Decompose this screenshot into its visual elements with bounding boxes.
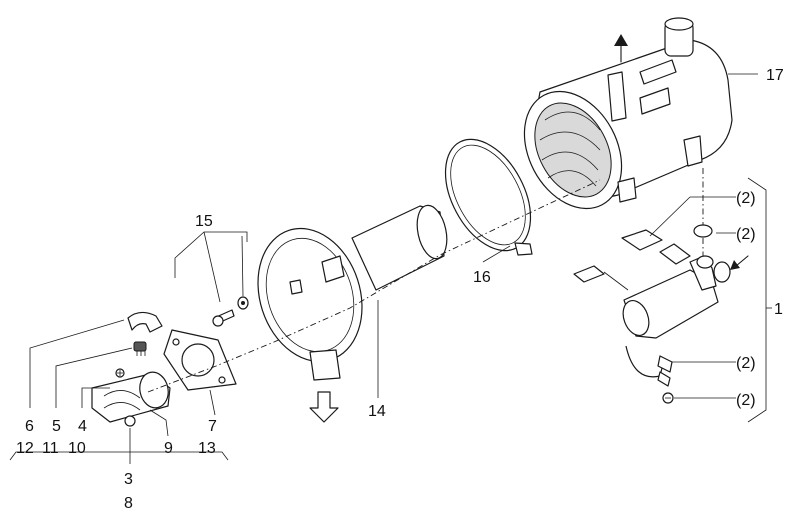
callout-15: 15 xyxy=(195,213,213,230)
circulating-pump xyxy=(573,229,731,339)
callout-13: 13 xyxy=(198,440,216,457)
inlet-arrow-icon xyxy=(730,255,749,270)
callout-16: 16 xyxy=(473,269,491,286)
screw-and-washer xyxy=(212,296,249,327)
glow-plug-hose xyxy=(127,311,163,333)
callout-6: 6 xyxy=(25,418,34,435)
glow-plug-tip xyxy=(133,341,147,356)
callout-10: 10 xyxy=(68,440,86,457)
callout-14: 14 xyxy=(368,403,386,420)
pump-bracket xyxy=(625,345,673,387)
callout-9: 9 xyxy=(164,440,173,457)
callout-12: 12 xyxy=(16,440,34,457)
callout-3: 3 xyxy=(124,471,133,488)
heat-exchanger-housing xyxy=(523,17,733,210)
burner-tube xyxy=(257,204,448,381)
callout-4: 4 xyxy=(78,418,87,435)
callout-7: 7 xyxy=(208,418,217,435)
callout-8: 8 xyxy=(124,495,133,512)
o-ring xyxy=(693,224,713,238)
callout-2a: (2) xyxy=(736,190,756,207)
callout-17: 17 xyxy=(766,67,784,84)
clamp-ring xyxy=(444,138,533,256)
exhaust-arrow-icon xyxy=(309,391,339,423)
callout-11: 11 xyxy=(42,440,59,457)
assembly-axis xyxy=(147,168,704,393)
callout-1: 1 xyxy=(774,301,783,318)
glow-plug-body xyxy=(91,368,171,427)
gasket xyxy=(163,329,237,391)
outlet-arrow-icon xyxy=(614,34,628,63)
callout-5: 5 xyxy=(52,418,61,435)
pump-screw xyxy=(662,392,674,404)
callout-2c: (2) xyxy=(736,355,756,372)
callout-2d: (2) xyxy=(736,392,756,409)
leader-lines xyxy=(9,73,772,464)
callout-labels: 17 (2) (2) (2) (2) 1 16 15 14 7 6 5 4 9 … xyxy=(16,67,784,512)
callout-2b: (2) xyxy=(736,226,756,243)
